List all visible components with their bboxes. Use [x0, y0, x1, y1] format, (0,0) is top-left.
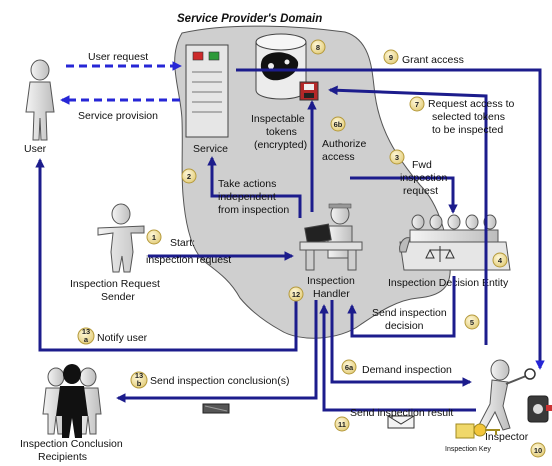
handler-label-2: Handler [313, 288, 350, 300]
grant-access-label: Grant access [402, 54, 464, 66]
svg-text:b: b [137, 379, 142, 388]
step-badge-7: 7 [409, 96, 425, 112]
sender-label-2: Sender [101, 291, 135, 303]
take-actions-arrow [207, 156, 302, 218]
step-badge-1: 1 [146, 229, 162, 245]
svg-text:12: 12 [292, 290, 300, 299]
svg-text:6a: 6a [345, 363, 354, 372]
recipients-label-2: Recipients [38, 451, 87, 463]
svg-text:5: 5 [470, 318, 474, 327]
step-badge-4: 4 [492, 252, 508, 268]
inspector-figure [478, 359, 536, 431]
decision-entity-label: Inspection Decision Entity [388, 277, 509, 289]
notify-user-label: Notify user [97, 332, 148, 344]
step-badge-12: 12 [288, 286, 304, 302]
send-conclusion-label: Send inspection conclusion(s) [150, 375, 290, 387]
user-figure [25, 59, 55, 141]
fwd-label-2: inspection [400, 172, 447, 184]
step-badge-10: 10 [530, 442, 546, 458]
step-badge-13b: 13 b [130, 371, 148, 389]
fwd-request-arrow [350, 176, 458, 214]
tokens-label-2: tokens [266, 126, 297, 138]
step-badge-3: 3 [389, 149, 405, 165]
recipients-label-1: Inspection Conclusion [20, 438, 123, 450]
take-actions-label-1: Take actions [218, 178, 276, 190]
send-decision-label-1: Send inspection [372, 307, 447, 319]
authorize-label-2: access [322, 151, 355, 163]
inspection-handler-figure [299, 203, 363, 271]
user-label: User [24, 143, 47, 155]
recipients-figure [42, 364, 102, 438]
svg-text:11: 11 [338, 420, 346, 429]
grant-access-arrow [236, 68, 545, 370]
service-provision-label: Service provision [78, 110, 158, 122]
fwd-label-1: Fwd [412, 159, 432, 171]
take-actions-label-3: from inspection [218, 204, 289, 216]
inspector-safe-icon [527, 395, 552, 423]
step-badge-6a: 6a [341, 359, 357, 375]
svg-text:4: 4 [498, 256, 503, 265]
step-badge-9: 9 [383, 49, 399, 65]
request-access-arrow [328, 85, 488, 345]
request-access-label-1: Request access to [428, 98, 515, 110]
user-request-label: User request [88, 51, 148, 63]
step-badge-13a: 13 a [77, 327, 95, 345]
step-badge-6b: 6b [330, 116, 346, 132]
step-badge-5: 5 [464, 314, 480, 330]
send-decision-label-2: decision [385, 320, 424, 332]
step-badge-11: 11 [334, 416, 350, 432]
svg-text:7: 7 [415, 100, 419, 109]
send-conclusion-arrow [116, 300, 318, 403]
svg-text:1: 1 [152, 233, 156, 242]
arrows [35, 61, 545, 412]
result-envelope-icon [387, 415, 415, 429]
sender-label-1: Inspection Request [70, 278, 160, 290]
send-result-arrow [319, 304, 476, 412]
send-result-label: Send inspection result [350, 407, 453, 419]
svg-text:8: 8 [316, 43, 320, 52]
service-server-icon [185, 44, 229, 138]
step-badge-8: 8 [310, 39, 326, 55]
fwd-label-3: request [403, 185, 438, 197]
svg-text:13: 13 [82, 327, 90, 336]
tokens-database-icon [255, 33, 307, 100]
tokens-label-3: (encrypted) [254, 139, 307, 151]
start-label-1: Start: [170, 237, 195, 249]
start-label-2: inspection request [146, 254, 231, 266]
svg-text:2: 2 [187, 172, 191, 181]
demand-inspection-label: Demand inspection [362, 364, 452, 376]
request-access-label-2: selected tokens [432, 111, 505, 123]
key-icon [455, 423, 500, 439]
disk-icon [299, 81, 319, 101]
tokens-label-1: Inspectable [251, 113, 305, 125]
notify-user-arrow [35, 158, 298, 352]
svg-text:9: 9 [389, 53, 393, 62]
domain-title: Service Provider's Domain [177, 13, 322, 25]
authorize-label-1: Authorize [322, 138, 367, 150]
demand-inspection-arrow [330, 300, 472, 387]
inspector-label: Inspector [485, 431, 529, 443]
svg-text:3: 3 [395, 153, 399, 162]
handler-label-1: Inspection [307, 275, 355, 287]
sender-figure [97, 203, 145, 273]
svg-text:a: a [84, 335, 89, 344]
request-access-label-3: to be inspected [432, 124, 503, 136]
svg-text:13: 13 [135, 371, 143, 380]
step-badge-2: 2 [181, 168, 197, 184]
send-decision-arrow [347, 276, 456, 338]
svg-text:10: 10 [534, 446, 542, 455]
svg-text:6b: 6b [334, 120, 343, 129]
inspection-key-label: Inspection Key [445, 446, 491, 453]
take-actions-label-2: independent [218, 191, 276, 203]
service-label: Service [193, 143, 228, 155]
